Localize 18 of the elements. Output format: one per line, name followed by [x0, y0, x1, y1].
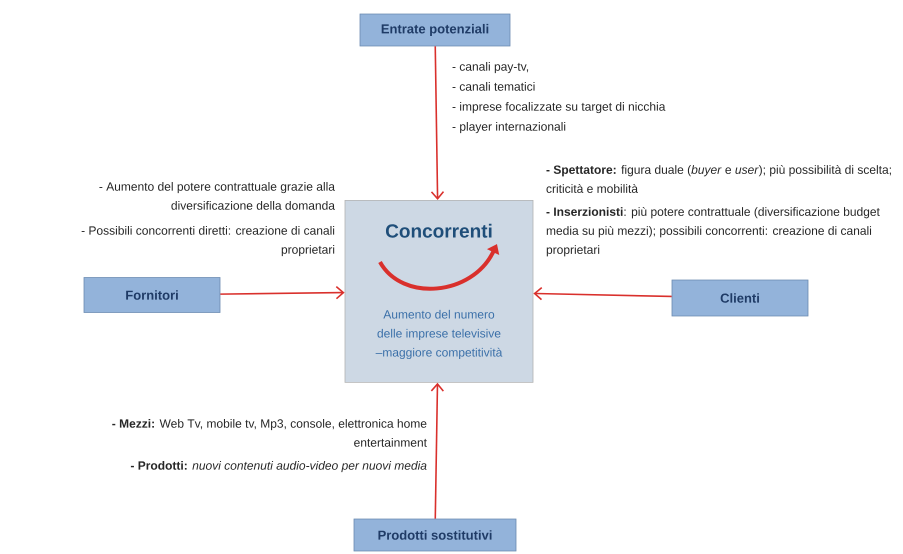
bullet-text: - Possibili concorrenti diretti: creazione di canali proprietari: [82, 226, 334, 256]
force-box: Fornitori: [84, 277, 220, 313]
bullet-text: - Aumento del potere contrattuale grazie alla diversificazione della domanda: [99, 182, 335, 210]
arrow: [430, 46, 444, 200]
bullet-text: - Prodotti: nuovi contenuti audio-video per nuovi media: [130, 461, 427, 472]
center-box: Concorrenti Aumento del numero delle imprese televisive –maggiore competitività: [344, 200, 534, 383]
bullet-text: - canali tematici: [452, 82, 535, 91]
bullet-text: - player internazionali: [452, 122, 566, 134]
force-box: Prodotti sostitutivi: [354, 518, 516, 552]
force-box: Entrate potenziali: [360, 14, 510, 46]
bullet-text: - canali pay-tv,: [452, 62, 528, 74]
bullet-text: - imprese focalizzate su target di nicchia: [452, 102, 666, 114]
bullet-text: - Spettatore: figura duale (buyer e user); più possibilità di scelta; criticità e mobilità: [546, 165, 891, 193]
arrow: [430, 382, 444, 519]
arrow: [220, 286, 345, 300]
force-box: Clienti: [672, 280, 808, 316]
bullet-text: - Inserzionisti: più potere contrattuale (diversificazione budget media su più mezzi); possibili concorrenti: creazione di canali proprietari: [546, 207, 880, 256]
arrow: [533, 287, 672, 300]
